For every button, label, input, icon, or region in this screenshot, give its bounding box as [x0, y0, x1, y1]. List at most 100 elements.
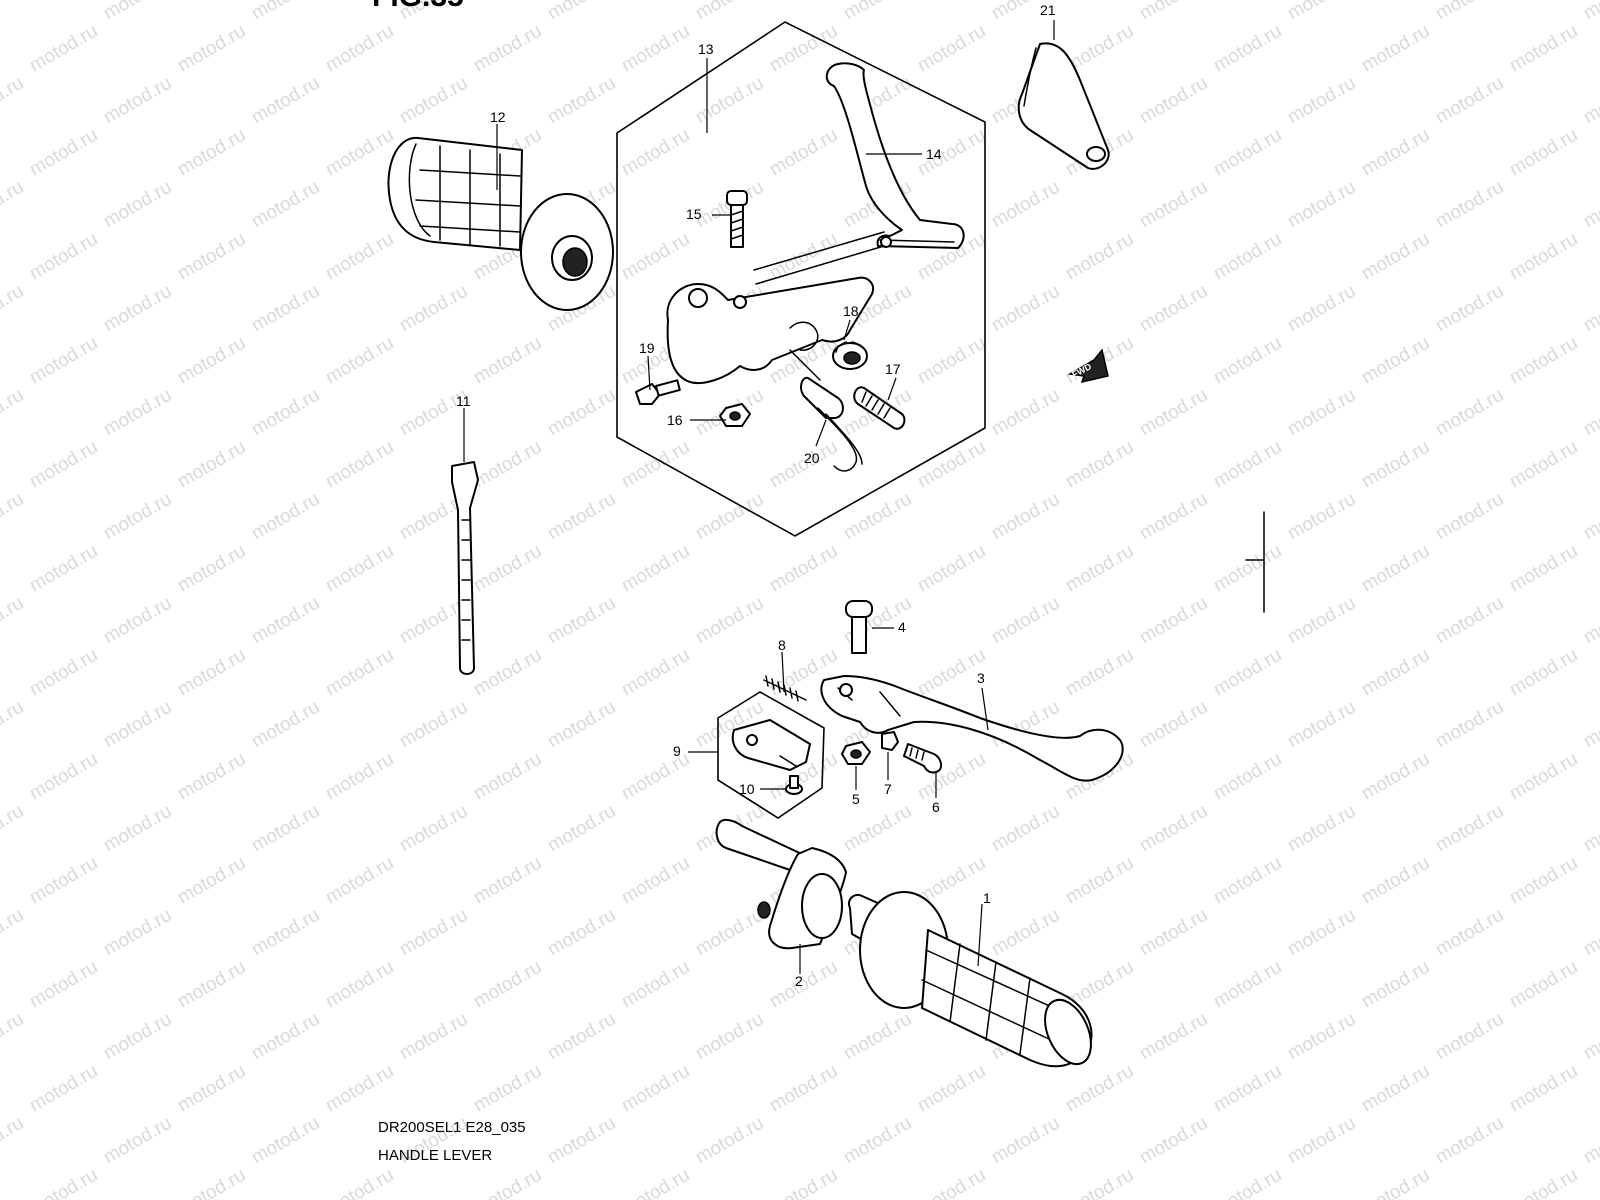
watermark-text: motod.ru: [248, 0, 323, 24]
watermark-text: motod.ru: [618, 21, 693, 77]
callout-5: 5: [852, 791, 860, 807]
callout-12: 12: [490, 109, 506, 125]
watermark-text: motod.ru: [1580, 1009, 1600, 1065]
watermark-text: motod.ru: [26, 645, 101, 701]
watermark-text: motod.ru: [544, 489, 619, 545]
watermark-text: motod.ru: [0, 177, 27, 233]
watermark-text: motod.ru: [1580, 385, 1600, 441]
watermark-text: motod.ru: [1210, 333, 1285, 389]
watermark-text: motod.ru: [1506, 1165, 1581, 1200]
watermark-text: motod.ru: [470, 541, 545, 597]
watermark-text: motod.ru: [100, 1009, 175, 1065]
watermark-text: motod.ru: [26, 1061, 101, 1117]
watermark-text: motod.ru: [1432, 73, 1507, 129]
watermark-text: motod.ru: [766, 957, 841, 1013]
watermark-text: motod.ru: [840, 1009, 915, 1065]
watermark-text: motod.ru: [322, 749, 397, 805]
watermark-text: motod.ru: [0, 801, 27, 857]
watermark-text: motod.ru: [1358, 853, 1433, 909]
callout-16: 16: [667, 412, 683, 428]
watermark-text: motod.ru: [396, 281, 471, 337]
watermark-text: motod.ru: [618, 437, 693, 493]
lever-cover-part: [1017, 42, 1110, 170]
clutch-switch-part: [789, 349, 863, 472]
watermark-text: motod.ru: [1580, 0, 1600, 24]
watermark-text: motod.ru: [988, 593, 1063, 649]
watermark-text: motod.ru: [1358, 1061, 1433, 1117]
lever-holder-part: [666, 231, 885, 384]
watermark-text: motod.ru: [26, 749, 101, 805]
watermark-text: motod.ru: [544, 593, 619, 649]
watermark-text: motod.ru: [322, 1061, 397, 1117]
watermark-text: motod.ru: [248, 73, 323, 129]
watermark-text: motod.ru: [322, 645, 397, 701]
watermark-text: motod.ru: [1358, 957, 1433, 1013]
watermark-text: motod.ru: [1284, 1009, 1359, 1065]
watermark-text: motod.ru: [1136, 281, 1211, 337]
watermark-text: motod.ru: [1432, 905, 1507, 961]
watermark-text: motod.ru: [914, 21, 989, 77]
watermark-text: motod.ru: [1580, 801, 1600, 857]
watermark-text: motod.ru: [1358, 437, 1433, 493]
watermark-text: motod.ru: [544, 0, 619, 24]
watermark-text: motod.ru: [248, 281, 323, 337]
watermark-text: motod.ru: [840, 1113, 915, 1169]
watermark-text: motod.ru: [1136, 177, 1211, 233]
watermark-text: motod.ru: [618, 541, 693, 597]
watermark-text: motod.ru: [100, 801, 175, 857]
watermark-text: motod.ru: [544, 73, 619, 129]
watermark-text: motod.ru: [0, 1009, 27, 1065]
callout-17: 17: [885, 361, 901, 377]
figure-title: FIG.35: [372, 0, 464, 13]
watermark-text: motod.ru: [1432, 0, 1507, 24]
watermark-text: motod.ru: [1432, 489, 1507, 545]
watermark-text: motod.ru: [544, 1009, 619, 1065]
watermark-text: motod.ru: [248, 801, 323, 857]
watermark-text: motod.ru: [1358, 1165, 1433, 1200]
callout-14: 14: [926, 146, 942, 162]
pivot-bolt-part: [845, 600, 873, 654]
watermark-text: motod.ru: [988, 905, 1063, 961]
watermark-text: motod.ru: [1136, 593, 1211, 649]
adjuster-nut-part: [832, 341, 868, 370]
watermark-text: motod.ru: [1284, 801, 1359, 857]
watermark-text: motod.ru: [840, 0, 915, 24]
brake-lever-part: [820, 675, 1124, 782]
watermark-text: motod.ru: [1358, 645, 1433, 701]
watermark-text: motod.ru: [470, 957, 545, 1013]
watermark-text: motod.ru: [26, 853, 101, 909]
watermark-text: motod.ru: [322, 957, 397, 1013]
watermark-text: motod.ru: [1506, 645, 1581, 701]
watermark-text: motod.ru: [322, 1165, 397, 1200]
callout-3: 3: [977, 670, 985, 686]
callout-9: 9: [673, 743, 681, 759]
watermark-text: motod.ru: [618, 645, 693, 701]
watermark-text: motod.ru: [1432, 697, 1507, 753]
callout-10: 10: [739, 781, 755, 797]
watermark-text: motod.ru: [1062, 437, 1137, 493]
watermark-text: motod.ru: [988, 177, 1063, 233]
watermark-text: motod.ru: [100, 281, 175, 337]
holder-nut-part: [719, 403, 751, 427]
watermark-text: motod.ru: [174, 333, 249, 389]
watermark-text: motod.ru: [1284, 697, 1359, 753]
clutch-lever-part: [825, 62, 965, 249]
left-grip-part: [387, 136, 614, 311]
watermark-text: motod.ru: [396, 801, 471, 857]
watermark-text: motod.ru: [1358, 21, 1433, 77]
adjust-screw-part: [903, 743, 942, 774]
watermark-text: motod.ru: [100, 73, 175, 129]
watermark-text: motod.ru: [1284, 385, 1359, 441]
watermark-text: motod.ru: [470, 437, 545, 493]
watermark-text: motod.ru: [1284, 489, 1359, 545]
watermark-text: motod.ru: [1210, 645, 1285, 701]
watermark-text: motod.ru: [766, 541, 841, 597]
watermark-text: motod.ru: [914, 1061, 989, 1117]
watermark-text: motod.ru: [396, 73, 471, 129]
watermark-text: motod.ru: [914, 1165, 989, 1200]
watermark-text: motod.ru: [174, 541, 249, 597]
watermark-text: motod.ru: [618, 1061, 693, 1117]
watermark-text: motod.ru: [618, 125, 693, 181]
watermark-text: motod.ru: [766, 1165, 841, 1200]
